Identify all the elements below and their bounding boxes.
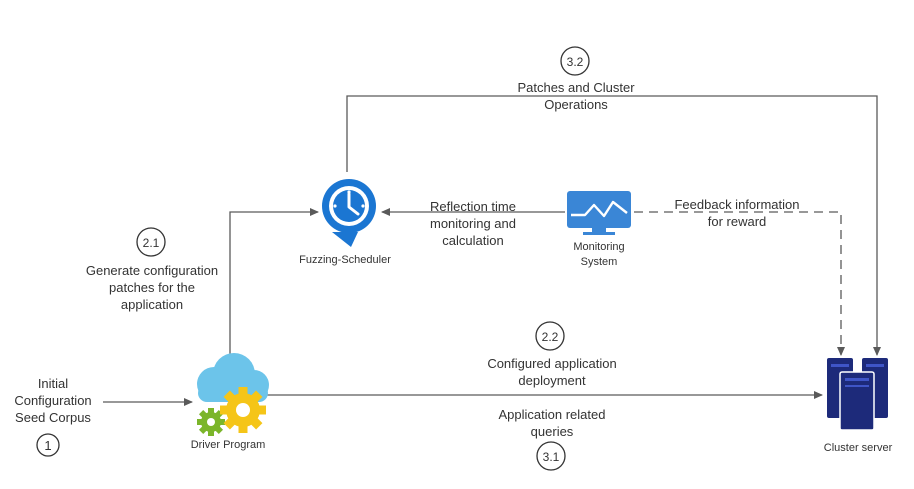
svg-text:application: application [121, 297, 183, 312]
svg-text:calculation: calculation [442, 233, 503, 248]
step-marker-3-1: 3.1 [536, 441, 566, 471]
svg-text:Reflection time: Reflection time [430, 199, 516, 214]
svg-text:patches for the: patches for the [109, 280, 195, 295]
cluster-server-node: Cluster server [824, 358, 893, 454]
svg-text:3.1: 3.1 [543, 450, 560, 464]
svg-text:Application related: Application related [499, 407, 606, 422]
edge-scheduler-to-cluster [346, 95, 881, 356]
svg-text:3.2: 3.2 [567, 55, 584, 69]
step-marker-2-2: 2.2 [535, 321, 565, 351]
svg-text:monitoring and: monitoring and [430, 216, 516, 231]
svg-text:2.1: 2.1 [143, 236, 160, 250]
monitor-graph-icon [567, 191, 631, 235]
svg-text:deployment: deployment [518, 373, 586, 388]
monitoring-label-line-2: System [581, 256, 618, 268]
svg-text:Seed Corpus: Seed Corpus [15, 410, 91, 425]
driver-program-node: Driver Program [191, 353, 269, 451]
svg-text:for reward: for reward [708, 214, 767, 229]
driver-label: Driver Program [191, 439, 266, 451]
step-marker-3-2: 3.2 [560, 46, 590, 76]
svg-text:Generate configuration: Generate configuration [86, 263, 218, 278]
step-marker-1: 1 [36, 433, 60, 457]
label-reflection-time: Reflection time monitoring and calculati… [430, 199, 516, 248]
edge-monitoring-feedback-to-cluster [634, 211, 845, 356]
svg-text:queries: queries [531, 424, 574, 439]
svg-text:Patches and Cluster: Patches and Cluster [517, 80, 635, 95]
large-gear-icon [220, 387, 266, 433]
cluster-label: Cluster server [824, 442, 893, 454]
svg-text:2.2: 2.2 [542, 330, 559, 344]
clock-refresh-icon [321, 177, 376, 247]
step-marker-2-1: 2.1 [136, 227, 166, 257]
svg-text:Operations: Operations [544, 97, 608, 112]
scheduler-label: Fuzzing-Scheduler [299, 254, 391, 266]
edge-driver-to-scheduler [229, 208, 319, 360]
fuzzing-scheduler-node: Fuzzing-Scheduler [299, 177, 391, 266]
label-initial-seed: Initial Configuration Seed Corpus [14, 376, 91, 425]
label-feedback-reward: Feedback information for reward [674, 197, 799, 229]
svg-text:1: 1 [44, 438, 51, 453]
svg-text:Initial: Initial [38, 376, 68, 391]
label-configured-deployment: Configured application deployment [487, 356, 616, 388]
cloud-gears-icon [197, 353, 269, 436]
svg-text:Configured application: Configured application [487, 356, 616, 371]
label-application-queries: Application related queries [499, 407, 606, 439]
server-rack-icon [827, 358, 888, 431]
monitoring-system-node: Monitoring System [567, 191, 631, 268]
svg-text:Feedback information: Feedback information [674, 197, 799, 212]
svg-text:Configuration: Configuration [14, 393, 91, 408]
label-generate-patches: Generate configuration patches for the a… [86, 263, 218, 312]
label-patches-operations: Patches and Cluster Operations [517, 80, 635, 112]
monitoring-label-line-1: Monitoring [573, 241, 624, 253]
